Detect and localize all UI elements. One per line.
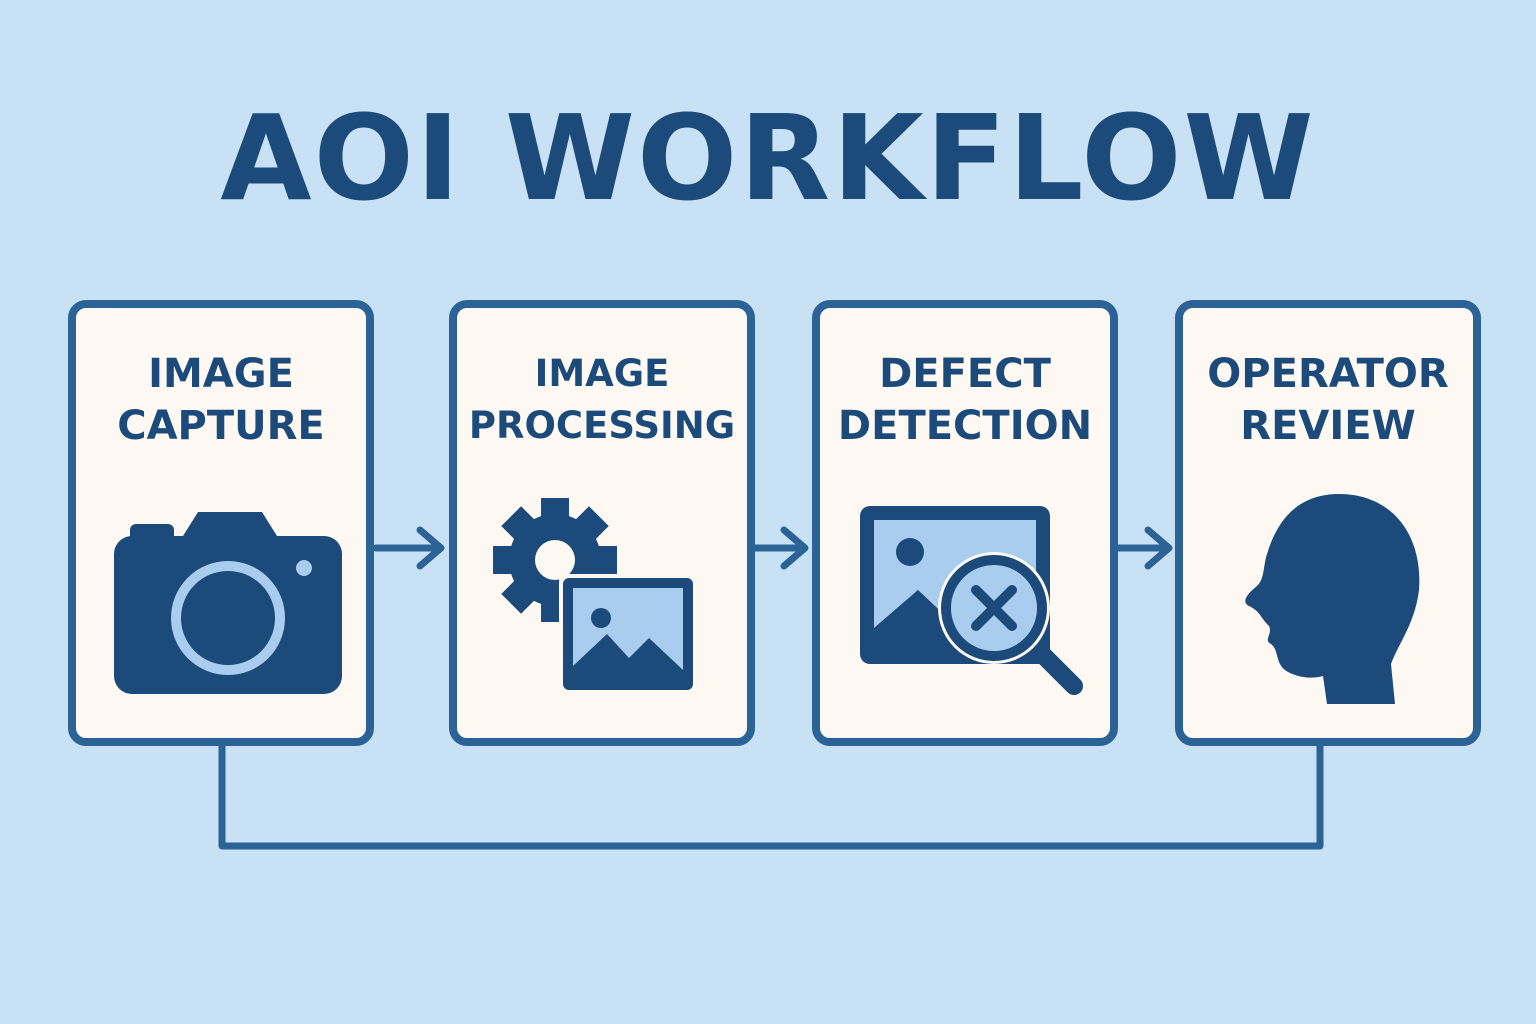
step-label: IMAGE CAPTURE [117, 351, 325, 449]
human-head-icon [1245, 494, 1420, 704]
step-label: DEFECT DETECTION [837, 351, 1093, 449]
step-card-operator-review: OPERATOR REVIEW [1175, 300, 1481, 746]
gear-image-icon [493, 498, 697, 694]
diagram-title: AOI WORKFLOW [220, 89, 1316, 227]
step-label: IMAGE PROCESSING [468, 352, 736, 447]
arrow-capture-to-processing [372, 526, 445, 570]
step-card-image-capture: IMAGE CAPTURE [68, 300, 374, 746]
close-icon [971, 585, 1017, 631]
image-magnifier-defect-icon [860, 506, 1083, 695]
camera-icon [114, 512, 342, 694]
step-card-image-processing: IMAGE PROCESSING [449, 300, 755, 746]
feedback-loop-line [218, 742, 1324, 850]
image-icon [559, 574, 697, 694]
step-card-defect-detection: DEFECT DETECTION [812, 300, 1118, 746]
step-label: OPERATOR REVIEW [1207, 351, 1449, 449]
